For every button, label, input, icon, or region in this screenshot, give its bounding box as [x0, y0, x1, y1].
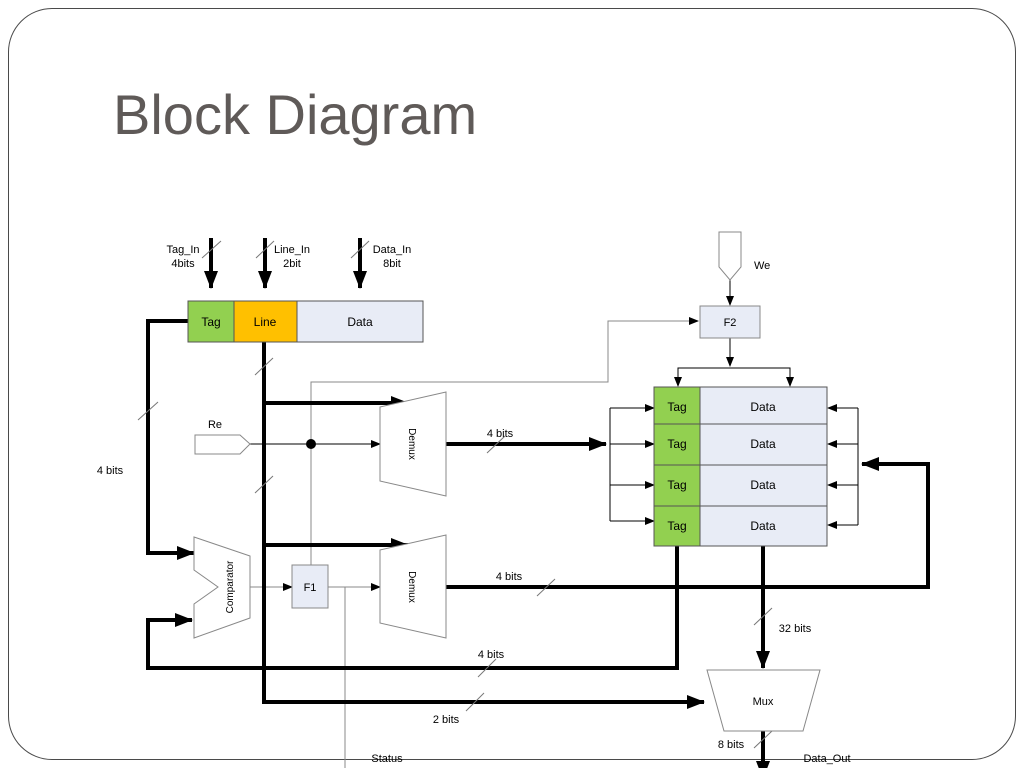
cache-data-label-0: Data	[750, 400, 776, 414]
we-input-shape	[718, 231, 742, 281]
slash-cache-tag	[477, 658, 497, 678]
line-bus-trunk	[262, 342, 705, 709]
register-data-cell	[296, 300, 424, 343]
re-label: Re	[208, 419, 222, 431]
data-in-width: 8bit	[383, 258, 401, 270]
comparator	[193, 536, 251, 639]
line-in-width: 2bit	[283, 258, 301, 270]
cache-data-label-2: Data	[750, 478, 776, 492]
cache-data-3	[699, 505, 828, 547]
bus-label-tag-comparator: 4 bits	[97, 465, 124, 477]
f2-label: F2	[724, 317, 737, 329]
bus-label-demux-data: 4 bits	[496, 571, 523, 583]
cache-data-label-3: Data	[750, 519, 776, 533]
cache-tag-0	[653, 386, 701, 425]
tag-to-comparator-bus	[146, 319, 195, 560]
cache-tag-to-comparator-bus	[146, 546, 679, 670]
we-label: We	[754, 260, 770, 272]
data-out-label: Data_Out	[803, 753, 850, 765]
bus-label-cache-mux: 32 bits	[779, 623, 812, 635]
register-data-label: Data	[347, 315, 373, 329]
slash-line-mux	[465, 692, 485, 712]
line-in-name: Line_In	[274, 244, 310, 256]
mux	[706, 669, 821, 732]
slash-demux-data	[536, 578, 556, 597]
f1-block	[291, 564, 329, 609]
cache-tag-label-0: Tag	[667, 400, 686, 414]
demux-to-cache-data-bus	[446, 457, 930, 589]
slash-line-1	[254, 357, 274, 376]
bus-label-cache-tag: 4 bits	[478, 649, 505, 661]
cache-tag-label-1: Tag	[667, 437, 686, 451]
comparator-label: Comparator	[225, 560, 236, 613]
bus-label-demux-cache: 4 bits	[487, 428, 514, 440]
bus-label-line-mux: 2 bits	[433, 714, 460, 726]
register-line-label: Line	[254, 315, 277, 329]
slash-mux-out	[753, 730, 773, 749]
cache-data-2	[699, 464, 828, 507]
status-label: Status	[371, 753, 403, 765]
page-title: Block Diagram	[113, 83, 478, 146]
tag-in-name: Tag_In	[166, 244, 199, 256]
register-tag-label: Tag	[201, 315, 220, 329]
mux-label: Mux	[753, 696, 774, 708]
slash-line-in	[255, 240, 275, 259]
demux-2	[379, 534, 447, 639]
data-in-name: Data_In	[373, 244, 412, 256]
register-line-cell	[233, 300, 298, 343]
demux-2-label: Demux	[406, 571, 417, 603]
tag-in-width: 4bits	[171, 258, 195, 270]
junction-dot	[306, 439, 316, 449]
re-input-shape	[194, 434, 251, 455]
bus-label-mux-out: 8 bits	[718, 739, 745, 751]
demux-1	[379, 391, 447, 497]
slash-cache-mux	[753, 607, 773, 626]
slash-data-in	[350, 240, 370, 259]
f2-split-wire-left	[674, 367, 730, 387]
slash-left	[137, 401, 159, 421]
cache-data-label-1: Data	[750, 437, 776, 451]
cache-tag-1	[653, 423, 701, 466]
slash-tag-in	[201, 240, 222, 259]
slash-demux-cache	[486, 435, 506, 454]
slash-line-2	[254, 475, 274, 494]
cache-data-1	[699, 423, 828, 466]
slide-frame	[8, 8, 1016, 760]
f2-block	[699, 305, 761, 339]
cache-data-0	[699, 386, 828, 425]
f2-split-wire-right	[730, 367, 794, 387]
f1-label: F1	[304, 582, 317, 594]
demux-1-label: Demux	[406, 428, 417, 460]
cache-tag-label-2: Tag	[667, 478, 686, 492]
cache-tag-label-3: Tag	[667, 519, 686, 533]
cache-tag-3	[653, 505, 701, 547]
cache-tag-2	[653, 464, 701, 507]
